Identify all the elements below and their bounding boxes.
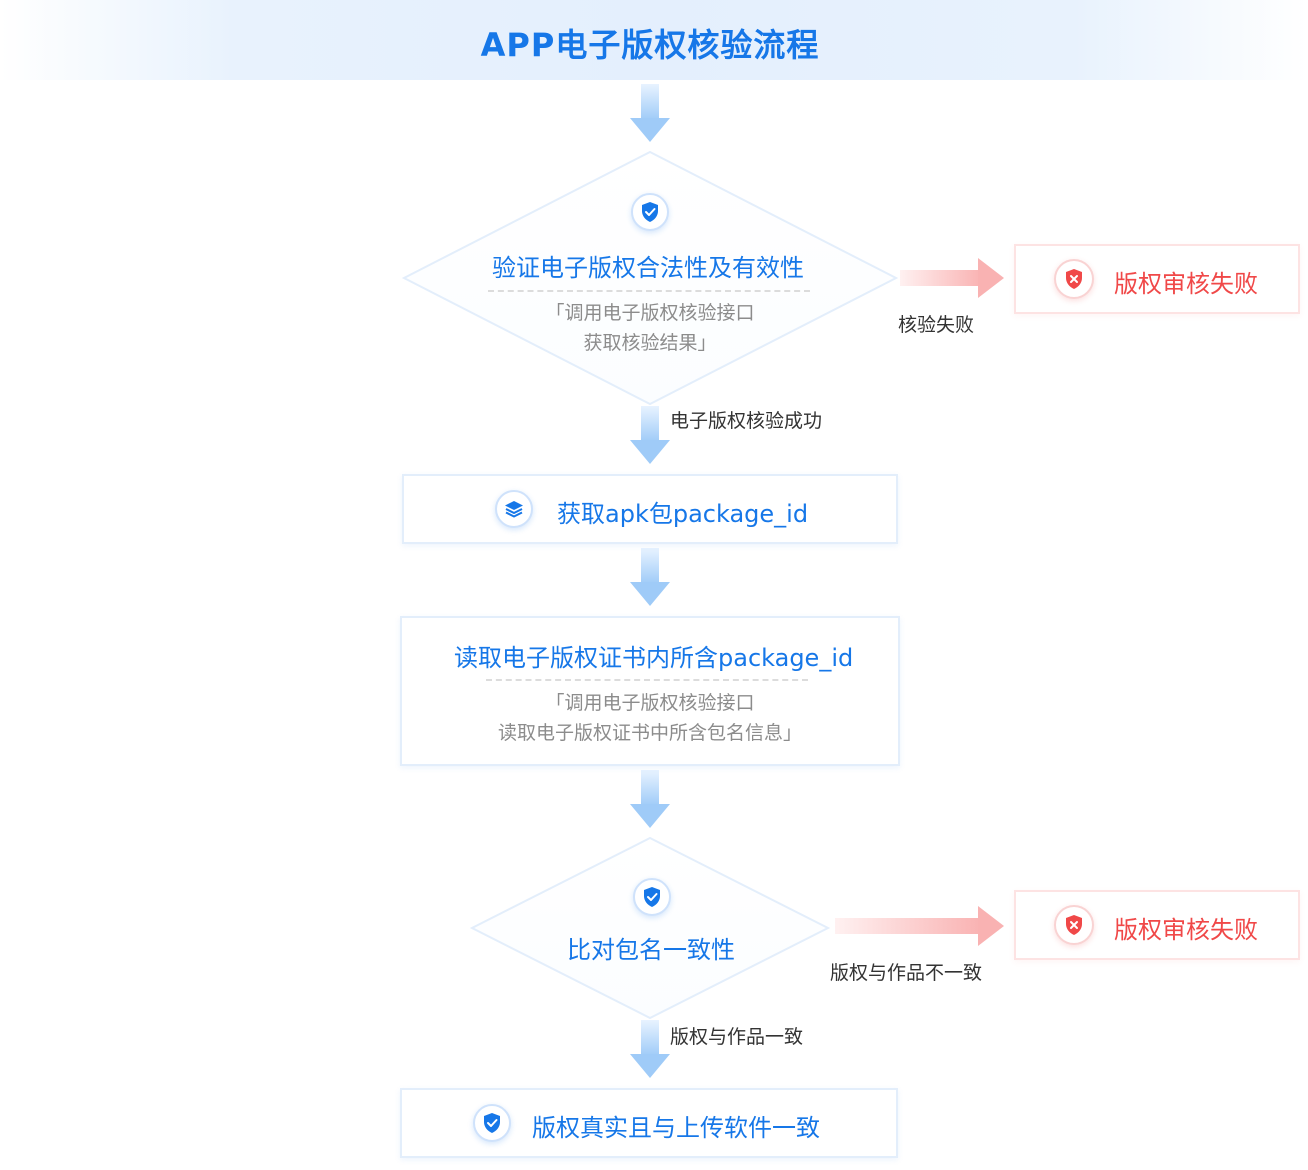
edge-label-verify-success: 电子版权核验成功 xyxy=(670,410,823,432)
fail-result-icon-2 xyxy=(1054,905,1094,945)
verify-step-sub-2: 获取核验结果」 xyxy=(583,332,717,354)
read-cert-title: 读取电子版权证书内所含package_id xyxy=(454,644,854,672)
arrow-down-2 xyxy=(630,406,670,464)
fail-result-label-2: 版权审核失败 xyxy=(1114,916,1258,944)
final-result-icon xyxy=(473,1104,511,1142)
edge-label-verify-fail: 核验失败 xyxy=(898,314,975,336)
title-banner xyxy=(0,0,1308,80)
layers-icon xyxy=(505,501,523,518)
arrow-down-5 xyxy=(630,1020,670,1078)
read-cert-divider xyxy=(486,679,808,681)
arrow-right-fail-1 xyxy=(900,258,1004,298)
final-result-title: 版权真实且与上传软件一致 xyxy=(532,1114,820,1142)
arrow-down-3 xyxy=(630,548,670,606)
get-package-icon xyxy=(495,490,533,528)
arrow-down-4 xyxy=(630,770,670,828)
page-title: APP电子版权核验流程 xyxy=(480,26,820,64)
fail-result-icon-1 xyxy=(1054,259,1094,299)
verify-step-sub-1: 「调用电子版权核验接口 xyxy=(545,302,755,324)
diamond-compare xyxy=(469,836,831,1020)
diamond-verify xyxy=(401,150,899,406)
edge-label-compare-success: 版权与作品一致 xyxy=(670,1026,804,1048)
fail-result-label-1: 版权审核失败 xyxy=(1114,270,1258,298)
get-package-title: 获取apk包package_id xyxy=(557,500,809,528)
fail-result-box-2 xyxy=(1014,890,1300,960)
shield-check-icon xyxy=(642,202,658,222)
shield-x-icon xyxy=(1066,269,1082,289)
shield-check-icon xyxy=(644,887,660,907)
read-cert-sub-1: 「调用电子版权核验接口 xyxy=(545,692,755,714)
edge-label-compare-fail: 版权与作品不一致 xyxy=(830,962,983,984)
shield-x-icon xyxy=(1066,915,1082,935)
read-cert-sub-2: 读取电子版权证书中所含包名信息」 xyxy=(497,722,802,744)
verify-step-icon xyxy=(631,193,669,231)
get-package-box xyxy=(402,474,898,544)
read-cert-box xyxy=(400,616,900,766)
compare-step-title: 比对包名一致性 xyxy=(567,936,735,964)
arrow-down-1 xyxy=(630,84,670,142)
shield-check-icon xyxy=(484,1113,500,1133)
verify-step-title: 验证电子版权合法性及有效性 xyxy=(492,254,804,282)
arrow-right-fail-2 xyxy=(835,906,1004,946)
compare-step-icon xyxy=(633,878,671,916)
verify-step-divider xyxy=(488,290,810,292)
